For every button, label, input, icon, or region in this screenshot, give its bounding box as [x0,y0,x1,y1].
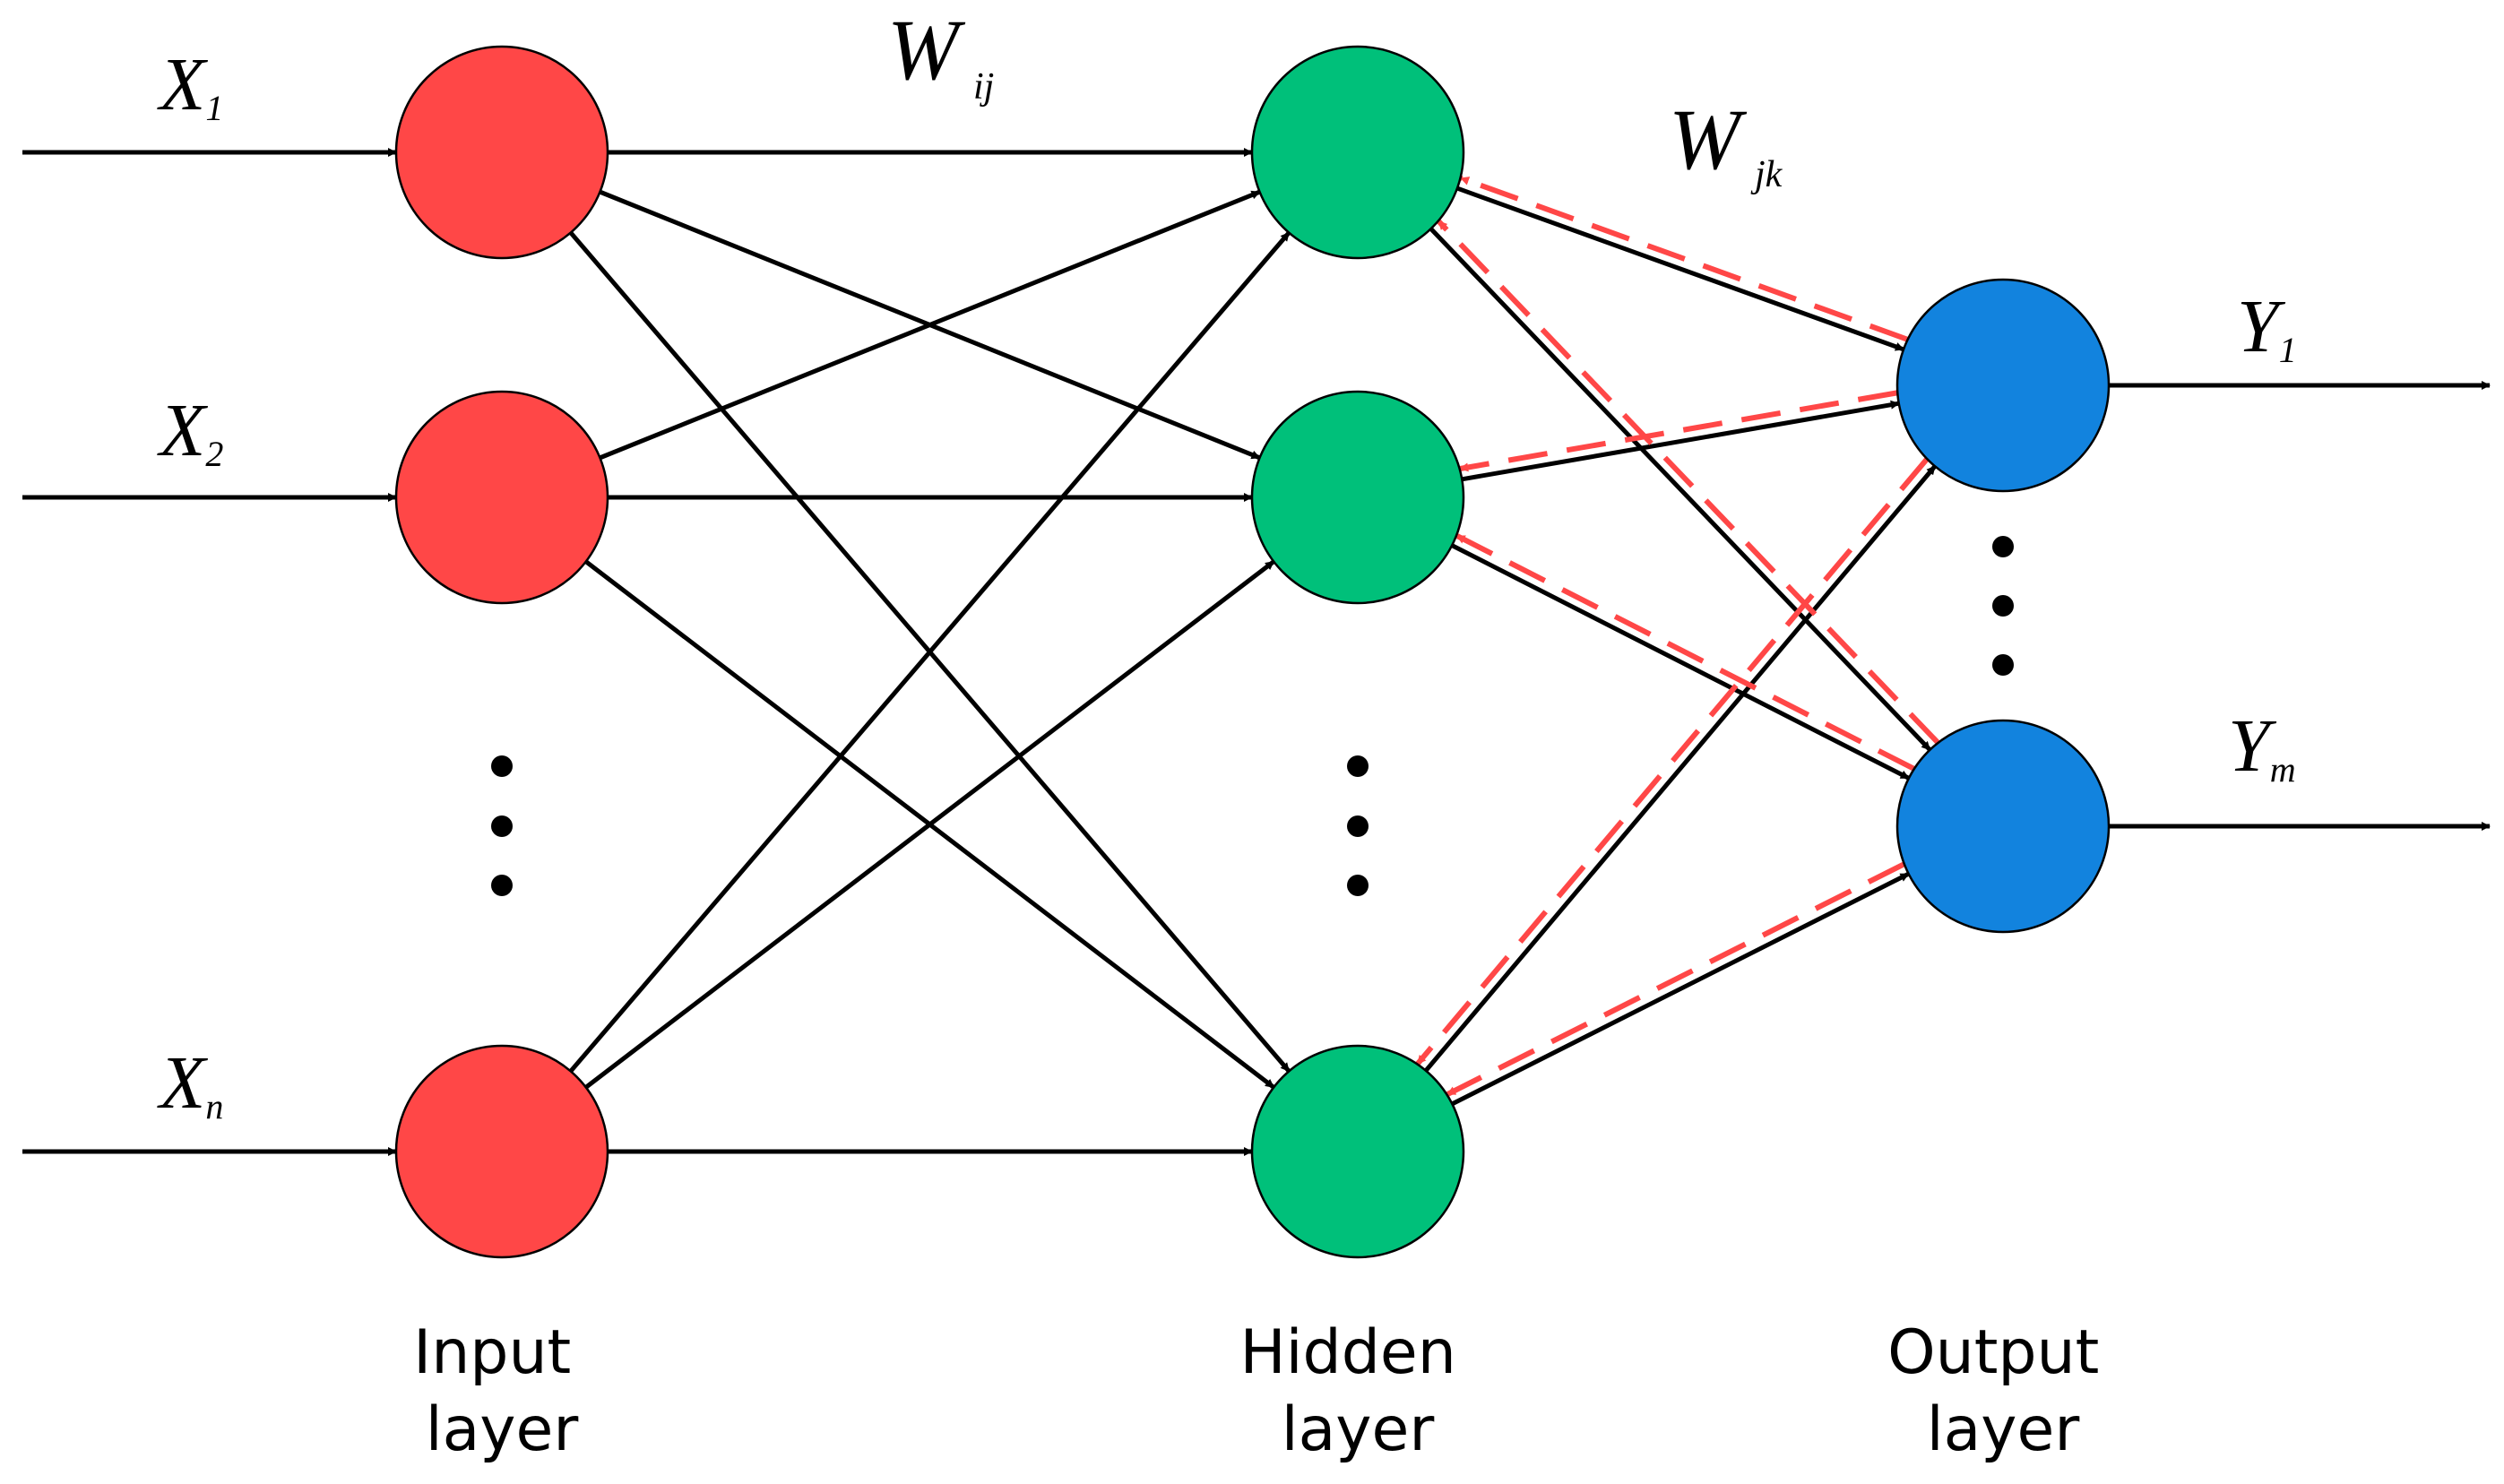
edge-hidden2-output2 [1450,543,1911,781]
edge-hidden2-output1 [1461,400,1900,482]
hidden-node-1 [1250,45,1465,260]
backprop-output1-hidden2 [1459,390,1898,472]
input-node-1 [394,45,609,260]
connection-edges [22,148,2491,1156]
backprop-output1-hidden3 [1415,457,1930,1066]
backprop-output2-hidden3 [1446,861,1905,1097]
hidden-ellipsis-dot-3 [1347,875,1369,896]
input-ellipsis-dot-3 [491,875,513,896]
backprop-output1-hidden1 [1460,175,1909,342]
hidden-node-2 [1250,390,1465,605]
output-label-y1: Y1 [2237,285,2297,370]
input-label-xn: Xn [157,1041,223,1126]
input-node-3 [394,1044,609,1259]
edge-hidden1-output2 [1429,227,1932,752]
edge-hidden3-output2 [1451,871,1910,1107]
output-ellipsis-dot-2 [1992,595,2014,617]
hidden-layer-label: Hidden layer [1240,1317,1476,1465]
edge-hidden3-output1 [1424,464,1937,1073]
input-ellipsis-dot-1 [491,755,513,777]
output-node-1 [1895,278,2111,493]
edge-input2-hidden1 [599,189,1261,461]
edge-input3-hidden2 [584,559,1275,1090]
input-label-x2: X2 [157,389,223,474]
output-ellipsis-dot-3 [1992,654,2014,676]
output-node-2 [1895,719,2111,934]
backprop-output2-hidden2 [1455,533,1915,772]
edge-hidden1-output1 [1456,186,1904,352]
output-layer-label: Output layer [1887,1317,2119,1465]
ellipsis-dots [491,536,2014,896]
edge-input3-hidden1 [568,230,1291,1074]
hidden-ellipsis-dot-1 [1347,755,1369,777]
backprop-output2-hidden1 [1437,219,1940,745]
input-layer-label: Input layer [413,1317,591,1465]
input-label-x1: X1 [157,43,223,128]
output-ellipsis-dot-1 [1992,536,2014,557]
input-node-2 [394,390,609,605]
input-ellipsis-dot-2 [491,815,513,837]
output-label-ym: Ym [2228,704,2296,789]
backpropagation-edges [1415,175,1940,1097]
hidden-node-3 [1250,1044,1465,1259]
hidden-ellipsis-dot-2 [1347,815,1369,837]
network-nodes [394,45,2111,1259]
